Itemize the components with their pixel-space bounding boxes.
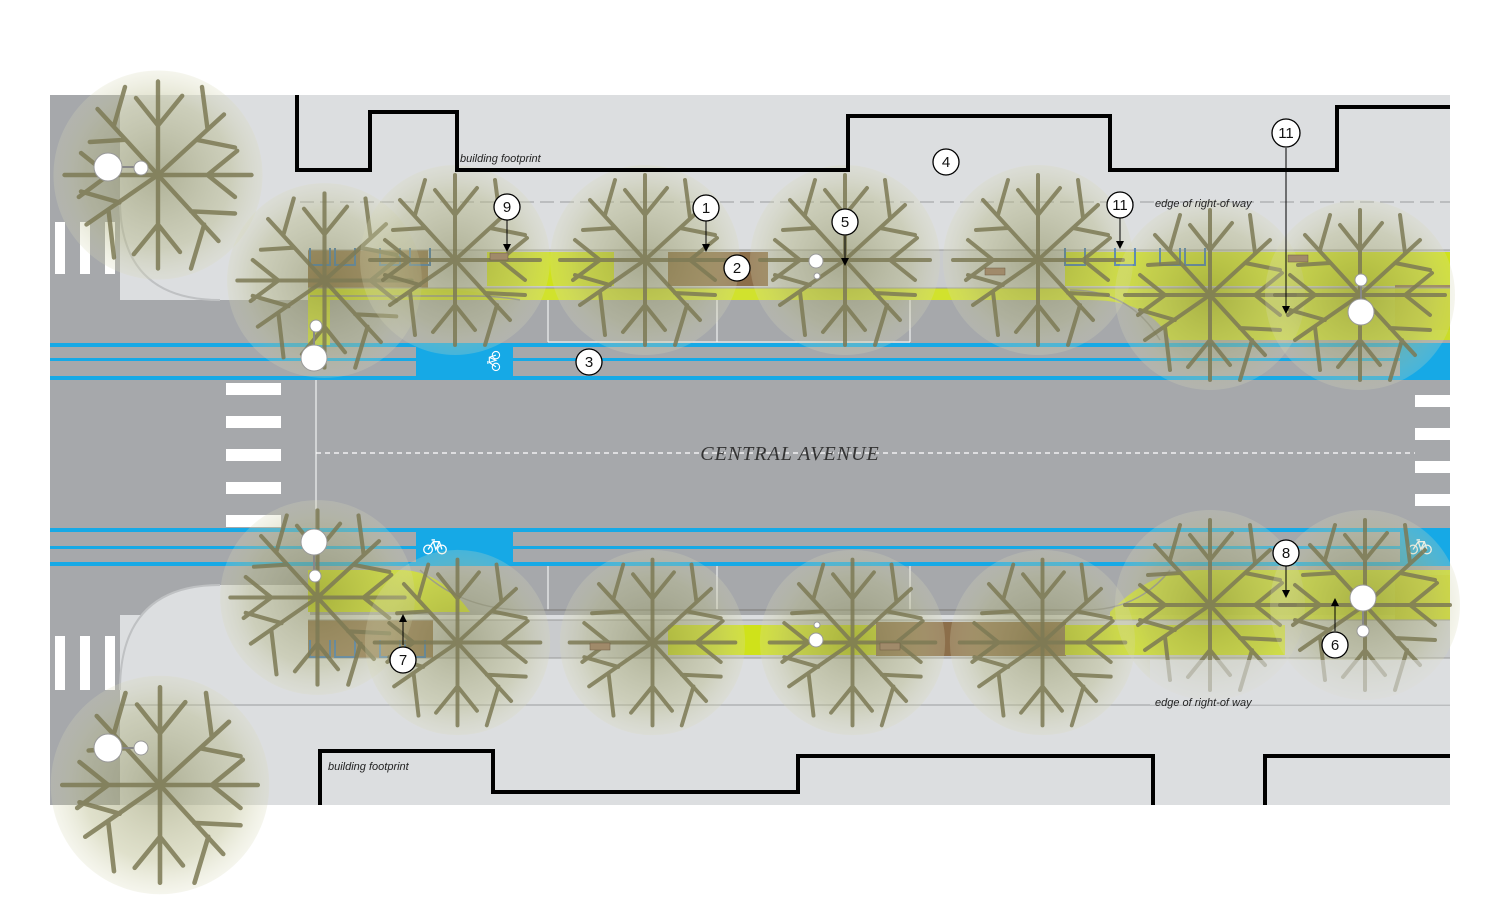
callout-marker: 9 [493,193,521,252]
benches [489,252,1309,651]
callout-1: 1 [702,200,710,217]
street-light-icon [808,253,824,280]
callout-marker: 2 [723,254,751,282]
callout-marker: 3 [575,348,603,376]
street-light-icon [300,528,328,583]
street-light-icon [93,152,149,182]
tree-canopy-icon [941,163,1135,357]
tree-canopy-icon [51,676,270,895]
callouts: 9 1 2 5 4 11 11 [389,118,1349,674]
building-footprint-south [318,749,1450,805]
tree-canopy-icon [757,547,948,738]
callout-marker: 5 [831,208,859,266]
tree-canopy-icon [358,163,552,357]
callout-marker: 4 [932,148,960,176]
callout-4: 4 [942,154,950,171]
street-lights [93,152,1377,763]
tree-canopy-icon [947,547,1138,738]
building-footprint-label-south: building footprint [328,761,410,773]
street-light-icon [1349,584,1377,638]
street-light-icon [808,621,824,648]
building-footprint-north [295,95,1450,172]
street-light-icon [1347,273,1375,326]
callout-11-right: 11 [1278,125,1294,142]
crosswalk-east [1415,395,1450,506]
crosswalk-west [226,383,281,527]
callout-7: 7 [399,652,407,669]
building-footprint-label-north: building footprint [460,153,542,165]
callout-marker: 6 [1321,598,1349,659]
callout-marker: 11 [1106,191,1134,249]
tree-canopy-icon [557,547,748,738]
callout-11: 11 [1112,197,1128,214]
callout-8: 8 [1282,545,1290,562]
callout-9: 9 [503,199,511,216]
tree-canopy-icon [362,547,553,738]
callout-3: 3 [585,354,593,371]
crosswalk-cross-bottom [55,636,115,690]
edge-row-label-south: edge of right-of way [1155,697,1253,709]
street-light-icon [93,733,149,763]
callout-marker: 7 [389,614,417,674]
edge-row-label-north: edge of right-of way [1155,198,1253,210]
callout-marker: 11 [1271,118,1301,314]
tree-canopy-icon [54,71,263,280]
callout-marker: 8 [1272,539,1300,598]
street-name: CENTRAL AVENUE [700,443,880,465]
callout-marker: 1 [692,194,720,252]
street-light-icon [300,319,328,372]
callout-6: 6 [1331,637,1339,654]
tree-canopy-icon [548,163,742,357]
callout-5: 5 [841,214,849,231]
callout-2: 2 [733,260,741,277]
